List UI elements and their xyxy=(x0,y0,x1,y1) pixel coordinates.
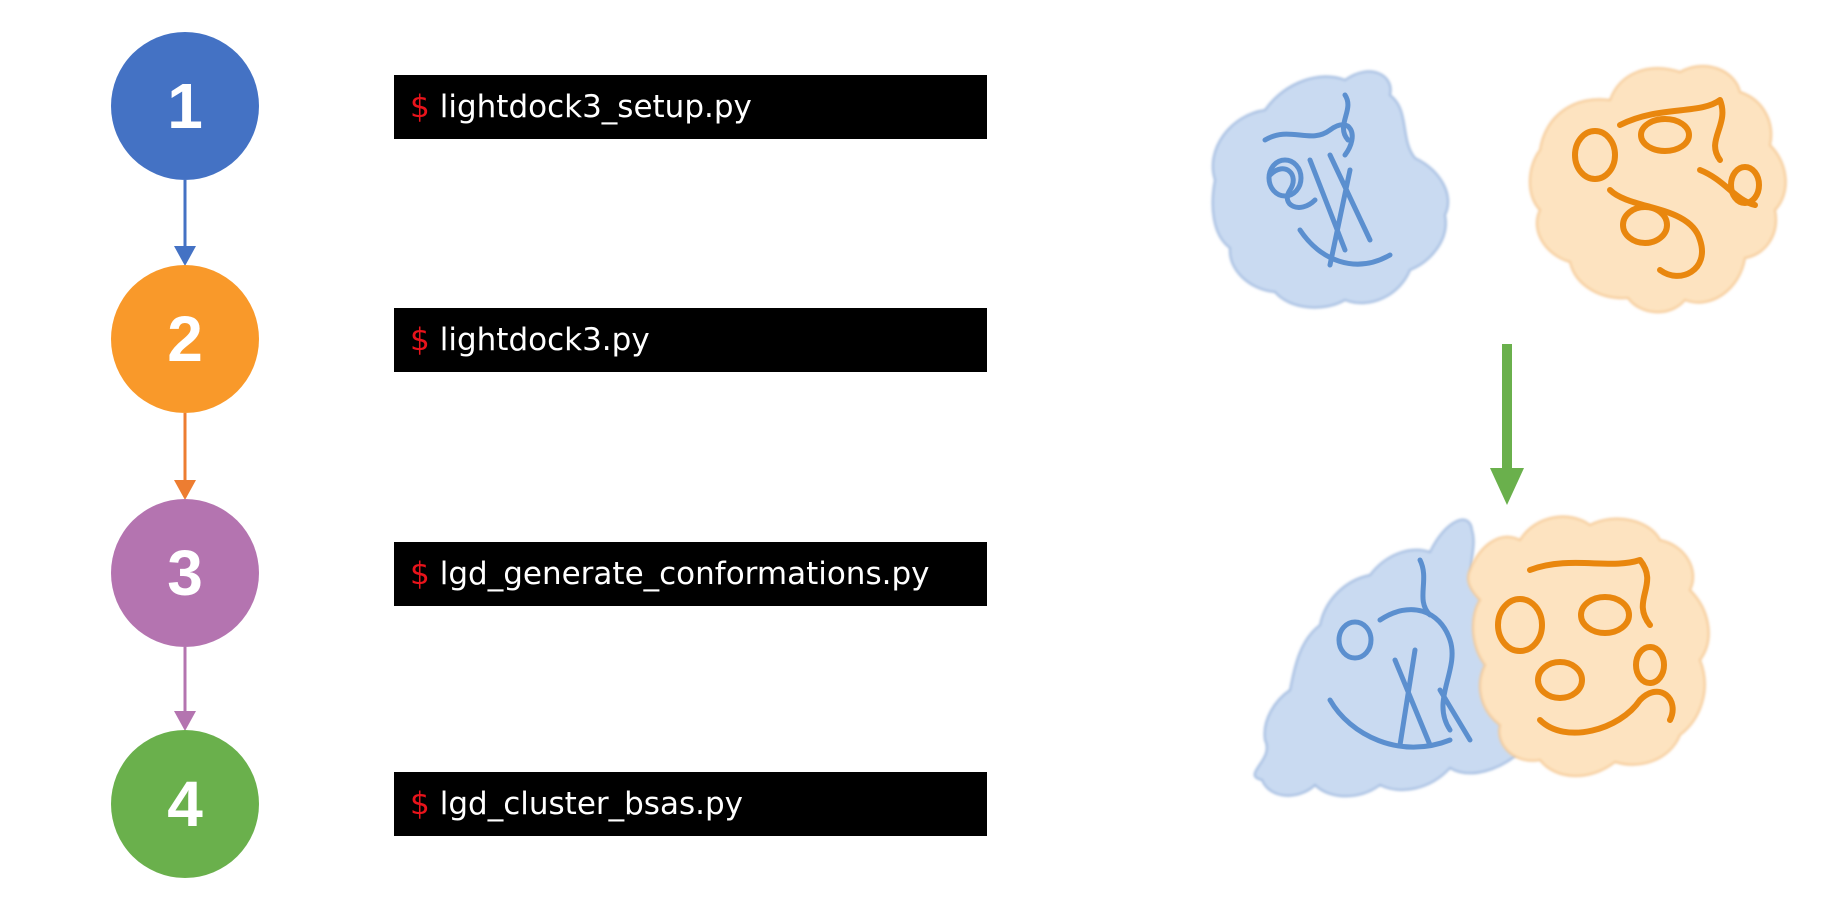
step-4-command-bar: $ lgd_cluster_bsas.py xyxy=(394,772,987,836)
step-2-number: 2 xyxy=(167,303,203,375)
step-4-command: lgd_cluster_bsas.py xyxy=(439,786,743,822)
docked-complex-image xyxy=(1253,515,1710,798)
step-3-command: lgd_generate_conformations.py xyxy=(439,556,930,592)
step-1-command-bar: $ lightdock3_setup.py xyxy=(394,75,987,139)
step-2-command-bar: $ lightdock3.py xyxy=(394,308,987,372)
step-4-circle: 4 xyxy=(111,730,259,878)
step-2-command: lightdock3.py xyxy=(439,322,650,358)
prompt-symbol: $ xyxy=(410,786,430,822)
prompt-symbol: $ xyxy=(410,556,430,592)
receptor-protein-image xyxy=(1211,70,1450,309)
step-1-command: lightdock3_setup.py xyxy=(439,89,752,125)
connector-arrow-1-2 xyxy=(174,180,196,266)
step-1-circle: 1 xyxy=(111,32,259,180)
step-1-number: 1 xyxy=(167,70,203,142)
step-2-circle: 2 xyxy=(111,265,259,413)
step-3-command-bar: $ lgd_generate_conformations.py xyxy=(394,542,987,606)
ligand-protein-image xyxy=(1528,64,1787,314)
connector-arrow-3-4 xyxy=(174,647,196,731)
connector-arrow-2-3 xyxy=(174,413,196,500)
prompt-symbol: $ xyxy=(410,322,430,358)
step-3-number: 3 xyxy=(167,537,203,609)
step-3-circle: 3 xyxy=(111,499,259,647)
step-4-number: 4 xyxy=(167,768,203,840)
prompt-symbol: $ xyxy=(410,89,430,125)
docking-result-arrow xyxy=(1490,344,1524,505)
